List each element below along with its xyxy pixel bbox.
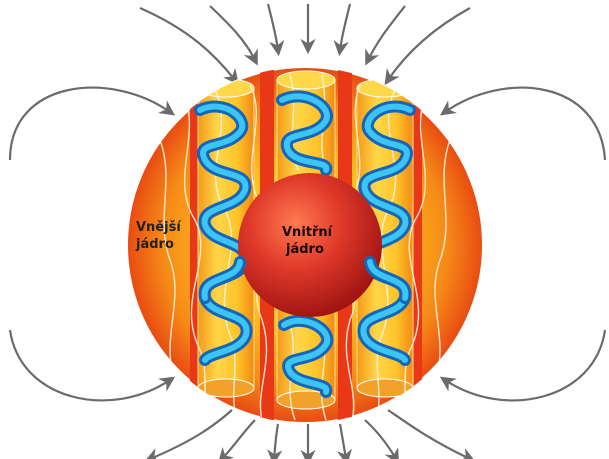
inner-core-label-line2: jádro bbox=[285, 242, 324, 257]
outer-core-label-line2: jádro bbox=[135, 237, 174, 252]
field-line bbox=[150, 410, 232, 459]
field-line-right-loop bbox=[445, 88, 605, 160]
field-line-left-loop bbox=[10, 88, 170, 160]
inner-core-label: Vnitřní bbox=[282, 225, 334, 240]
field-line bbox=[388, 8, 470, 80]
field-line bbox=[222, 420, 255, 459]
field-line bbox=[365, 420, 396, 459]
field-line bbox=[340, 424, 346, 459]
field-line-right-loop-lower bbox=[445, 330, 605, 400]
field-line bbox=[210, 6, 255, 60]
field-line bbox=[340, 4, 350, 50]
field-line bbox=[368, 6, 405, 60]
field-line bbox=[274, 424, 278, 459]
field-line-left-loop-lower bbox=[10, 330, 170, 400]
field-line bbox=[388, 410, 470, 459]
field-line bbox=[140, 8, 235, 80]
outer-core-label: Vnější bbox=[136, 220, 182, 235]
field-line bbox=[268, 4, 278, 50]
